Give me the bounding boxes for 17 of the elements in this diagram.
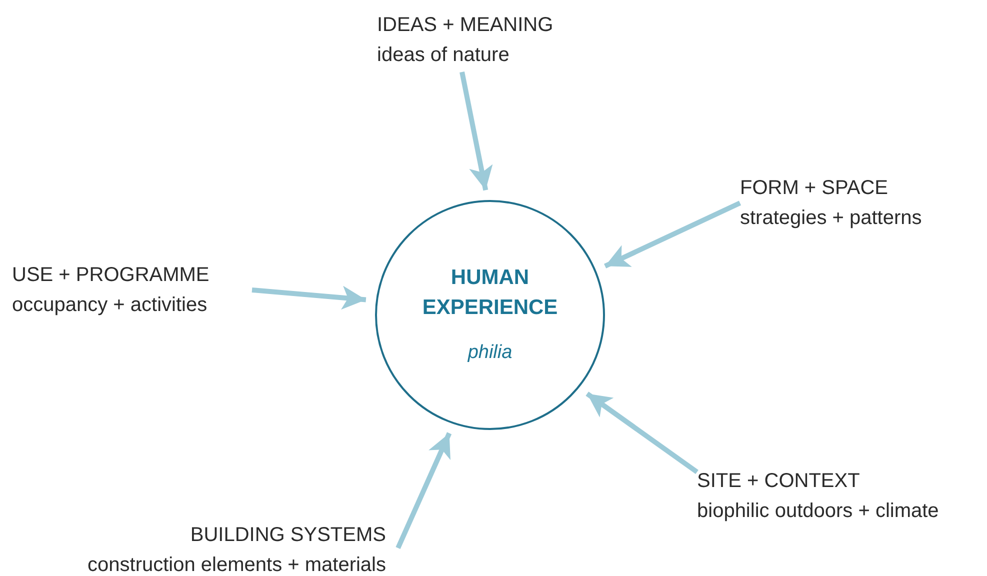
category-description: ideas of nature [377,43,510,68]
category-description: construction elements + materials [86,553,386,576]
arrow [586,392,698,474]
category-description: strategies + patterns [740,206,923,231]
arrow [396,432,452,550]
arrow [252,286,366,310]
category-description: biophilic outdoors + climate [697,499,940,524]
category-heading: IDEAS + MEANING [377,13,554,38]
arrow [604,200,742,268]
category-heading: BUILDING SYSTEMS [189,523,386,548]
node-subtitle: philia [468,340,512,365]
category-heading: USE + PROGRAMME [12,263,210,288]
category-heading: SITE + CONTEXT [697,469,861,494]
arrow [460,72,493,191]
node-title: HUMAN EXPERIENCE [421,264,559,321]
category-heading: FORM + SPACE [740,176,889,201]
category-description: occupancy + activities [12,293,208,318]
